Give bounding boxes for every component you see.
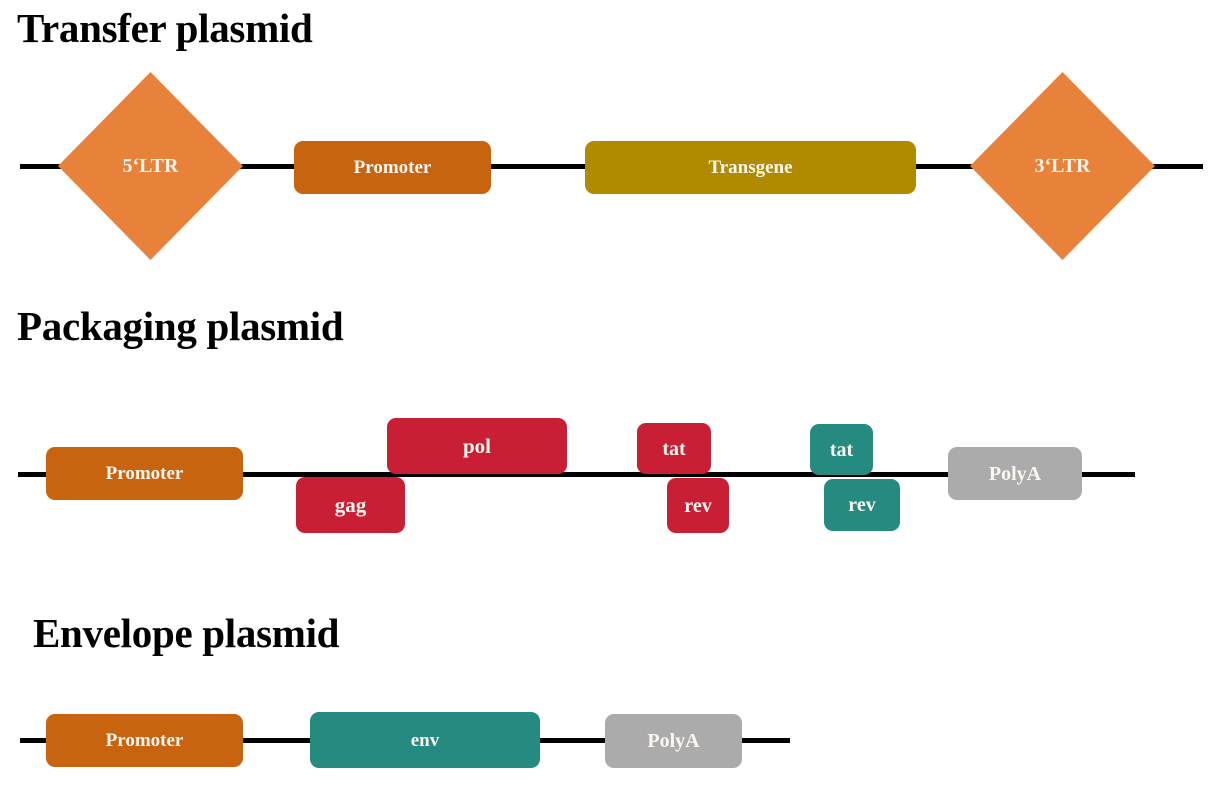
gene-label-promoter-transfer: Promoter (353, 157, 432, 178)
gene-label-pol: pol (462, 433, 491, 458)
gene-element-3-prime-ltr[interactable]: 3‘LTR (970, 72, 1155, 260)
gene-element-polya-envelope[interactable]: PolyA (605, 714, 742, 768)
gene-element-tat-teal[interactable]: tat (810, 424, 873, 475)
gene-element-promoter-transfer[interactable]: Promoter (294, 141, 491, 194)
gene-element-polya-packaging[interactable]: PolyA (948, 447, 1082, 500)
gene-element-tat-red[interactable]: tat (637, 423, 711, 474)
gene-label-tat-red: tat (662, 437, 686, 460)
gene-element-env[interactable]: env (310, 712, 540, 768)
section-title-transfer: Transfer plasmid (17, 5, 313, 51)
gene-label-promoter-packaging: Promoter (105, 463, 184, 484)
gene-element-rev-teal[interactable]: rev (824, 479, 900, 531)
gene-label-rev-red: rev (684, 494, 712, 517)
gene-element-pol[interactable]: pol (387, 418, 567, 474)
gene-label-env: env (410, 729, 440, 751)
gene-element-transgene[interactable]: Transgene (585, 141, 916, 194)
gene-element-promoter-envelope[interactable]: Promoter (46, 714, 243, 767)
gene-label-transgene: Transgene (708, 157, 793, 178)
gene-element-5-prime-ltr[interactable]: 5‘LTR (58, 72, 243, 260)
gene-label-rev-teal: rev (848, 494, 876, 516)
gene-label-polya-packaging: PolyA (988, 462, 1042, 485)
gene-label-3-prime-ltr: 3‘LTR (1034, 155, 1091, 177)
section-title-packaging: Packaging plasmid (17, 303, 344, 349)
gene-label-tat-teal: tat (829, 438, 854, 461)
gene-element-rev-red[interactable]: rev (667, 478, 729, 533)
section-title-envelope: Envelope plasmid (33, 610, 340, 656)
backbone-line-packaging (18, 472, 1135, 477)
gene-label-polya-envelope: PolyA (647, 730, 700, 752)
gene-label-gag: gag (334, 492, 367, 517)
gene-label-5-prime-ltr: 5‘LTR (122, 155, 179, 177)
gene-element-promoter-packaging[interactable]: Promoter (46, 447, 243, 500)
gene-label-promoter-envelope: Promoter (105, 730, 184, 751)
gene-element-gag[interactable]: gag (296, 477, 405, 533)
